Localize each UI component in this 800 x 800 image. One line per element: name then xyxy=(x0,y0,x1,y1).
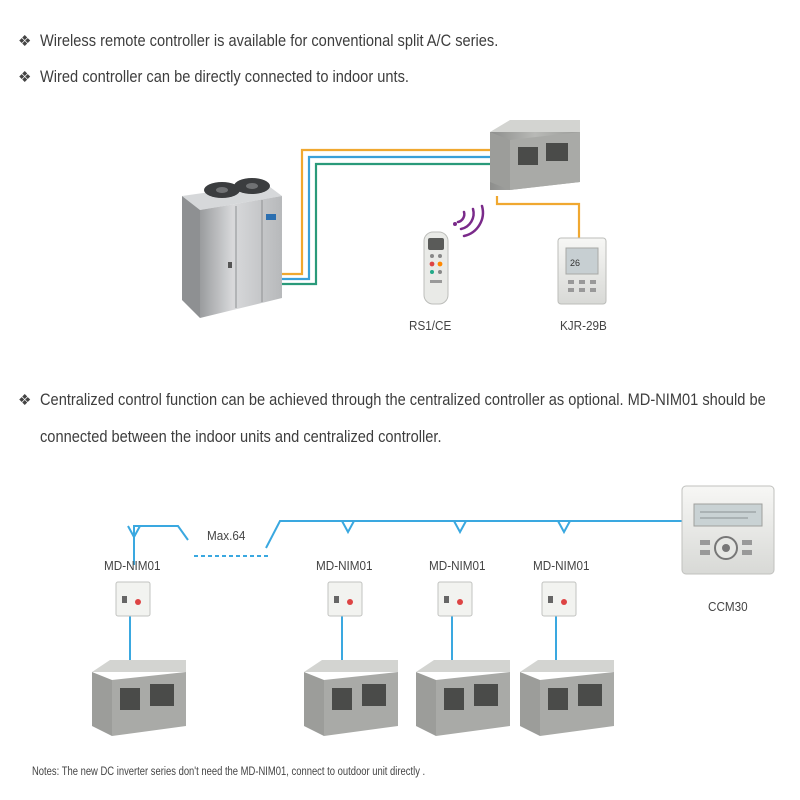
indoor-duct-unit-icon xyxy=(416,660,510,736)
bullet-text-centralized-cont: connected between the indoor units and c… xyxy=(40,427,442,446)
wireless-signal-icon xyxy=(453,204,485,238)
indoor-duct-unit-icon xyxy=(92,660,186,736)
bullet-icon: ❖ xyxy=(18,69,32,86)
network-module-icon xyxy=(115,581,151,617)
remote-label: RS1/CE xyxy=(409,318,452,333)
bullet-icon: ❖ xyxy=(18,392,32,409)
network-module-icon xyxy=(327,581,363,617)
wired-controller-display: 26 xyxy=(570,258,580,268)
max-units-label: Max.64 xyxy=(207,528,246,543)
network-module-icon xyxy=(437,581,473,617)
wire-blue xyxy=(274,155,490,281)
module-label-4: MD-NIM01 xyxy=(533,558,590,573)
refrigerant-wires xyxy=(274,148,581,286)
central-controller-icon xyxy=(681,485,775,575)
notes-text: Notes: The new DC inverter series don't … xyxy=(32,766,426,778)
bullet-text-wired: Wired controller can be directly connect… xyxy=(40,67,409,86)
wireless-remote-icon xyxy=(423,231,449,305)
bullet-text-wireless: Wireless remote controller is available … xyxy=(40,31,499,50)
bullet-text-centralized: Centralized control function can be achi… xyxy=(40,390,766,409)
network-module-icon xyxy=(541,581,577,617)
control-bus xyxy=(127,520,690,565)
central-controller-label: CCM30 xyxy=(708,599,748,614)
module-label-1: MD-NIM01 xyxy=(104,558,161,573)
module-label-3: MD-NIM01 xyxy=(429,558,486,573)
indoor-duct-unit-icon xyxy=(490,120,580,190)
module-to-unit-links xyxy=(129,616,557,662)
wire-to-wired-controller xyxy=(495,196,581,238)
wire-orange xyxy=(274,148,490,276)
wired-controller-icon: 26 xyxy=(557,237,607,305)
module-label-2: MD-NIM01 xyxy=(316,558,373,573)
outdoor-unit-icon xyxy=(182,178,282,318)
indoor-duct-unit-icon xyxy=(520,660,614,736)
wired-controller-label: KJR-29B xyxy=(560,318,607,333)
indoor-duct-unit-icon xyxy=(304,660,398,736)
bullet-icon: ❖ xyxy=(18,33,32,50)
wire-green xyxy=(274,162,490,286)
